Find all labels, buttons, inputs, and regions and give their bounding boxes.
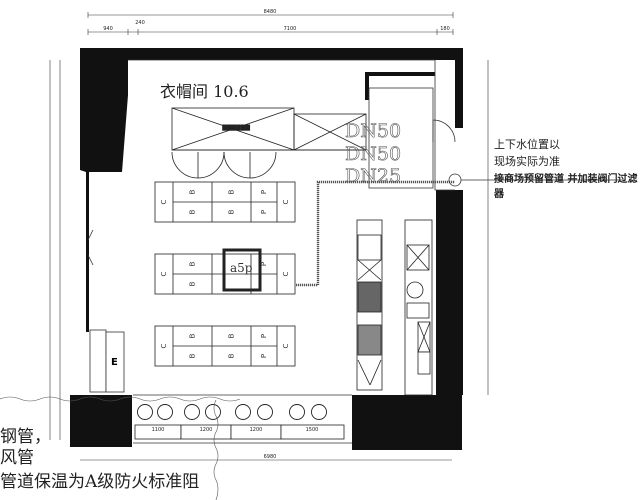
seat-label: C bbox=[160, 343, 168, 348]
connection-note: 接商场预留管道 并加装阀门过滤器 bbox=[494, 174, 638, 200]
seat-label: B bbox=[189, 281, 197, 286]
stool bbox=[205, 404, 221, 420]
dim-top-total: 8480 bbox=[264, 9, 277, 15]
seat-label: B bbox=[228, 189, 236, 194]
bench-dim-3: 1200 bbox=[250, 427, 263, 433]
bench-dim-4: 1500 bbox=[306, 427, 319, 433]
valve-icon bbox=[448, 173, 462, 187]
equipment-column-left bbox=[356, 219, 383, 391]
seat-label: C bbox=[282, 271, 290, 276]
stool bbox=[157, 404, 173, 420]
dim-top-seg-4: 180 bbox=[440, 26, 450, 32]
seat-label: B bbox=[189, 333, 197, 338]
left-cabinet bbox=[89, 329, 125, 393]
stool bbox=[235, 404, 251, 420]
seat-label: P bbox=[260, 262, 268, 266]
wardrobe-label-1: ▇▇▇▇▇▇ bbox=[222, 124, 251, 131]
room-outline bbox=[87, 59, 456, 444]
seat-label: B bbox=[228, 209, 236, 214]
room-label: 衣帽间 10.6 bbox=[160, 82, 249, 101]
break-line bbox=[0, 396, 241, 402]
seat-label: B bbox=[228, 333, 236, 338]
water-note-line-1: 上下水位置以 bbox=[494, 138, 560, 151]
stool bbox=[184, 404, 200, 420]
pipe-label-1: DN50 bbox=[345, 120, 401, 142]
legend-note-2: 风管 bbox=[0, 448, 34, 468]
cabinet-mark: E bbox=[111, 357, 118, 368]
seat-label: P bbox=[260, 354, 268, 358]
column-box bbox=[222, 248, 262, 292]
legend-note-1: 钢管， bbox=[0, 427, 51, 447]
seat-label: B bbox=[189, 353, 197, 358]
bench-dim-2: 1200 bbox=[200, 427, 213, 433]
seat-label: C bbox=[282, 343, 290, 348]
water-note-line-2: 现场实际为准 bbox=[494, 155, 560, 168]
right-dimensions bbox=[49, 60, 489, 440]
dim-top-seg-2: 240 bbox=[135, 20, 145, 26]
seat-label: B bbox=[189, 189, 197, 194]
seat-label: B bbox=[189, 209, 197, 214]
equipment-column-right bbox=[404, 219, 433, 396]
dim-top-seg-1: 940 bbox=[103, 26, 113, 32]
table: C C B B P B B P bbox=[154, 181, 296, 223]
seat-label: C bbox=[160, 199, 168, 204]
pipe-label-3: DN25 bbox=[345, 165, 401, 187]
dim-bottom-total: 6980 bbox=[264, 454, 277, 460]
dim-top-seg-3: 7100 bbox=[284, 26, 297, 32]
stool bbox=[137, 404, 153, 420]
top-dimensions bbox=[87, 12, 454, 35]
stool bbox=[289, 404, 305, 420]
stools bbox=[137, 404, 327, 420]
bench-dim-1: 1100 bbox=[152, 427, 165, 433]
wardrobes bbox=[171, 107, 367, 179]
pipe-label-2: DN50 bbox=[345, 143, 401, 165]
stool bbox=[257, 404, 273, 420]
seat-label: P bbox=[260, 210, 268, 214]
water-note: 上下水位置以 现场实际为准 bbox=[494, 136, 560, 170]
seat-label: P bbox=[260, 334, 268, 338]
seat-label: P bbox=[260, 190, 268, 194]
stool bbox=[311, 404, 327, 420]
seat-label: C bbox=[282, 199, 290, 204]
seat-label: B bbox=[228, 353, 236, 358]
walls bbox=[70, 48, 463, 450]
tables: C C B B P B B P C C B P B C C B B P B B P bbox=[154, 181, 296, 367]
center-tag: a5p bbox=[230, 261, 253, 275]
seat-label: C bbox=[160, 271, 168, 276]
seat-label: B bbox=[189, 261, 197, 266]
break-line-vertical bbox=[213, 399, 219, 500]
table: C C B B P B B P bbox=[154, 325, 296, 367]
benches bbox=[134, 424, 345, 440]
legend-note-3: 管道保温为A级防火标准阻 bbox=[0, 472, 200, 492]
